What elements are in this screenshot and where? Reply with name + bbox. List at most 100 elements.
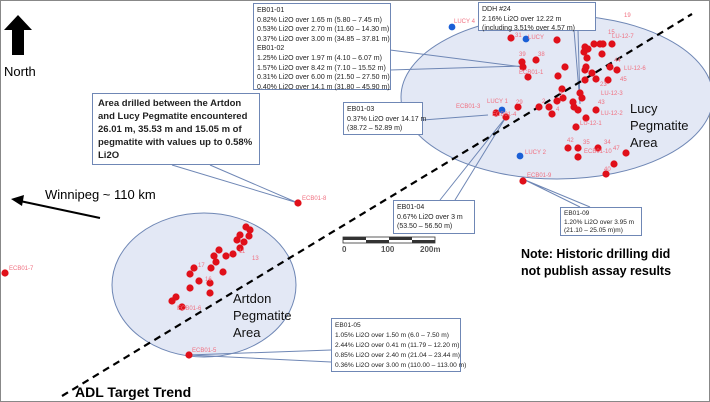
drill-hole-marker <box>553 97 561 105</box>
hole-label: 5 <box>559 92 563 98</box>
hole-label: LUCY 1 <box>487 99 509 105</box>
north-arrow-icon <box>4 15 32 55</box>
callout-line: 0.82% Li2O over 1.65 m (5.80 – 7.45 m) <box>257 16 382 24</box>
drill-hole-marker <box>610 160 618 168</box>
hole-label: 2 <box>542 99 546 105</box>
drill-hole-marker <box>594 144 602 152</box>
hole-label: LU-12-2 <box>601 111 623 117</box>
callout-line: EB01-02 <box>257 45 285 53</box>
drill-hole-marker <box>185 351 193 359</box>
drill-hole-marker <box>564 144 572 152</box>
callout-eb01-05: EB01-05 1.05% Li2O over 1.50 m (6.0 – 7.5… <box>331 318 467 372</box>
drill-hole-marker <box>583 54 591 62</box>
callout-line: EB01-01 <box>257 7 285 14</box>
callout-line: EB01-03 <box>347 106 375 113</box>
drill-hole-marker <box>507 34 515 42</box>
drill-hole-marker <box>608 40 616 48</box>
drill-hole-marker <box>206 289 214 297</box>
north-label: North <box>4 64 36 79</box>
drill-hole-marker <box>581 76 589 84</box>
callout-line: 1.57% Li2O over 8.42 m (7.10 – 15.52 m) <box>257 64 386 72</box>
hole-label: ECB01-7 <box>9 266 34 272</box>
drill-hole-marker <box>574 106 582 114</box>
callout-line: 1.20% Li2O over 3.95 m <box>564 218 635 226</box>
note-line: not publish assay results <box>521 264 672 278</box>
hole-label: 45 <box>620 77 627 83</box>
drill-hole-marker <box>582 63 590 71</box>
drill-hole-marker <box>559 94 567 102</box>
hole-label: 42 <box>567 138 574 144</box>
drill-hole-marker <box>207 264 215 272</box>
hole-label: 31 <box>515 33 522 39</box>
hole-label: ECB01-1 <box>519 70 544 76</box>
hole-label: 44 <box>614 58 621 64</box>
callout-line: (38.72 – 52.89 m) <box>347 125 403 133</box>
area-line: Artdon <box>233 291 272 306</box>
callout-line: EB01-04 <box>397 204 425 211</box>
drill-hole-marker <box>584 45 592 53</box>
callout-line: (including 3.51% over 4.57 m) <box>482 25 575 33</box>
drill-hole-marker <box>598 50 606 58</box>
drill-hole-marker <box>622 149 630 157</box>
drill-hole-marker <box>219 268 227 276</box>
drill-hole-marker <box>553 36 561 44</box>
drill-hole-marker <box>236 244 244 252</box>
callout-line: EB01-05 <box>335 322 361 329</box>
hole-label: ECB01-5 <box>192 348 217 354</box>
drill-hole-marker <box>532 56 540 64</box>
area-line: Area <box>233 325 261 340</box>
callout-line: 0.67% Li2O over 3 m <box>397 213 463 221</box>
scale-0: 0 <box>342 245 347 254</box>
hole-label: 19 <box>624 13 631 19</box>
drill-hole-marker <box>596 40 604 48</box>
drill-hole-marker <box>186 284 194 292</box>
drill-hole-marker <box>240 238 248 246</box>
hole-label: 4 <box>556 107 560 113</box>
callout-line: 1.05% Li2O over 1.50 m (6.0 – 7.50 m) <box>335 332 449 339</box>
hole-label: LUCY 4 <box>454 19 476 25</box>
hole-label: LUCY 2 <box>525 150 547 156</box>
area-line: Lucy <box>630 101 658 116</box>
drill-hole-marker <box>592 106 600 114</box>
drill-hole-marker <box>215 246 223 254</box>
hole-label: ECB01-3 <box>456 104 481 110</box>
scale-bar <box>342 236 436 244</box>
area-line: Pegmatite <box>233 308 292 323</box>
hole-label: LU-12-1 <box>580 121 602 127</box>
hole-label: ECB01-9 <box>527 173 552 179</box>
drill-hole-marker <box>294 199 302 207</box>
hole-label: 17 <box>198 263 205 269</box>
callout-line: EB01-09 <box>564 210 590 217</box>
historic-hole-marker <box>498 106 506 114</box>
callout-line: 0.37% Li2O over 3.00 m (34.85 – 37.81 m) <box>257 35 390 43</box>
hole-label: 23 <box>600 82 607 88</box>
drill-hole-marker <box>604 76 612 84</box>
historic-hole-marker <box>522 35 530 43</box>
drill-hole-marker <box>172 293 180 301</box>
hole-label: LUCY <box>528 35 544 41</box>
drill-hole-marker <box>558 85 566 93</box>
hole-label: 13 <box>252 256 259 262</box>
drill-hole-marker <box>590 40 598 48</box>
drill-hole-marker <box>1 269 9 277</box>
drill-hole-marker <box>229 250 237 258</box>
hole-label: ECB01-10 <box>584 149 612 155</box>
callout-line: 0.36% Li2O over 3.00 m (110.00 – 113.00 … <box>335 362 467 369</box>
historic-hole-marker <box>516 152 524 160</box>
drill-hole-marker <box>212 258 220 266</box>
hole-label: 15 <box>608 30 615 36</box>
callout-line: 2.44% Li2O over 0.41 m (11.79 – 12.20 m) <box>335 342 460 349</box>
callout-line: (21.10 – 25.05 m)m) <box>564 227 623 234</box>
hole-label: ECB01-8 <box>302 196 327 202</box>
drill-hole-marker <box>210 252 218 260</box>
drill-hole-marker <box>245 232 253 240</box>
drill-hole-marker <box>592 75 600 83</box>
hole-label: 40 <box>604 167 611 173</box>
callout-line: DDH #24 <box>482 6 511 13</box>
callout-line: 0.31% Li2O over 6.00 m (21.50 – 27.50 m) <box>257 74 390 82</box>
area-line: Pegmatite <box>630 118 689 133</box>
